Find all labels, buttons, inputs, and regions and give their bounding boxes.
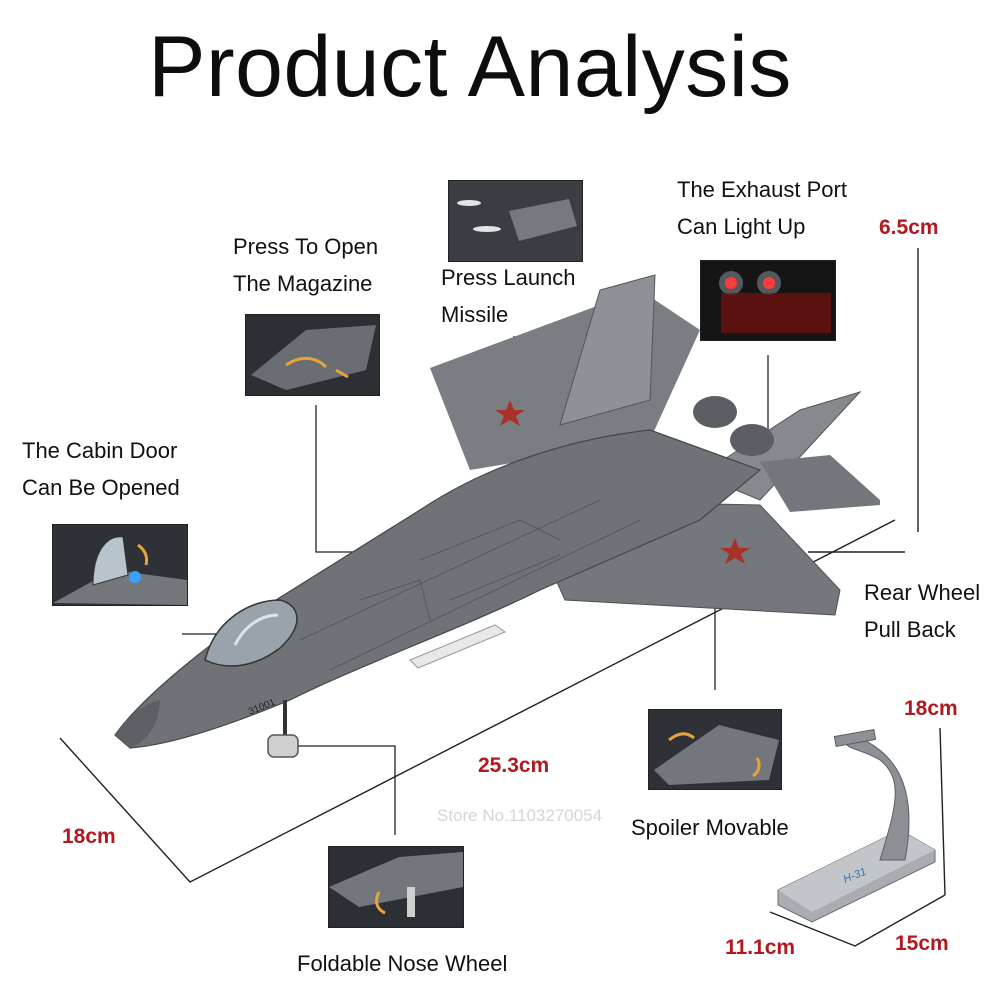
stand-base-line <box>769 894 946 947</box>
magazine-thumbnail <box>245 314 380 396</box>
base-dimension-line <box>59 519 896 883</box>
rear-wheel-callout-line-1: Rear Wheel <box>864 580 981 605</box>
spoiler-callout: Spoiler Movable <box>631 815 789 840</box>
stand-width-dimension: 15cm <box>895 932 949 955</box>
exhaust-callout-line-2: Can Light Up <box>677 214 806 239</box>
exhaust-callout: The Exhaust Port Can Light Up <box>677 171 847 245</box>
magazine-callout-line-1: Press To Open <box>233 234 379 259</box>
nose-wheel-callout: Foldable Nose Wheel <box>297 951 508 976</box>
roundel-star <box>495 400 750 564</box>
stand-height-dimension: 18cm <box>904 697 958 720</box>
store-watermark: Store No.1103270054 <box>437 806 603 825</box>
length-dimension: 25.3cm <box>478 754 550 777</box>
width-dimension: 18cm <box>62 825 116 848</box>
stand-height-line <box>939 727 946 896</box>
page-title: Product Analysis <box>148 19 792 115</box>
exhaust-callout-line-1: The Exhaust Port <box>677 177 847 202</box>
rear-wheel-callout-line-2: Pull Back <box>864 617 956 642</box>
magazine-callout-line-2: The Magazine <box>233 271 373 296</box>
missile-callout-line-2: Missile <box>441 302 509 327</box>
cabin-callout-line-2: Can Be Opened <box>22 475 180 500</box>
height-dimension: 6.5cm <box>879 216 939 239</box>
missile-callout-line-1: Press Launch <box>441 265 576 290</box>
magazine-callout: Press To Open The Magazine <box>233 228 378 302</box>
cabin-door-thumbnail <box>52 524 188 606</box>
exhaust-thumbnail <box>700 260 836 341</box>
cabin-callout-line-1: The Cabin Door <box>22 438 178 463</box>
cabin-callout: The Cabin Door Can Be Opened <box>22 432 180 506</box>
spoiler-thumbnail <box>648 709 782 790</box>
display-stand: H-31 <box>777 729 936 923</box>
aircraft-model: 31001 <box>114 274 880 758</box>
missile-callout: Press Launch Missile <box>441 259 576 333</box>
rear-wheel-callout: Rear Wheel Pull Back <box>864 574 980 648</box>
dimension-lines <box>59 248 946 947</box>
missile-launch-thumbnail <box>448 180 583 262</box>
stand-depth-dimension: 11.1cm <box>725 936 796 959</box>
nose-wheel-thumbnail <box>328 846 464 928</box>
